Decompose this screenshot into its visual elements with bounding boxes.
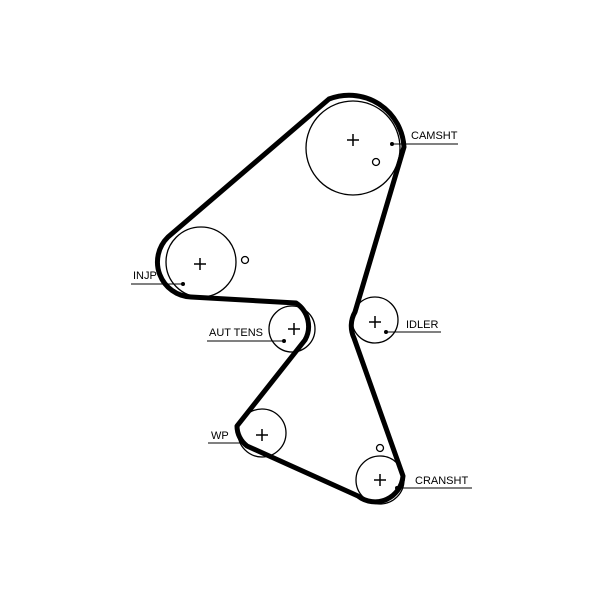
water-pump-pulley	[237, 408, 287, 458]
water-pump-label: WP	[211, 430, 229, 442]
water-pump-leader-dot	[242, 441, 246, 445]
injection-pump-timing-mark	[240, 255, 250, 265]
injection-pump-pulley	[165, 226, 250, 298]
camshaft-pulley	[305, 100, 401, 196]
idler-label: IDLER	[406, 319, 438, 331]
injection-pump-leader-dot	[181, 282, 185, 286]
camshaft-label: CAMSHT	[411, 130, 458, 142]
camshaft-leader-dot	[390, 142, 394, 146]
auto-tensioner-leader-dot	[282, 339, 286, 343]
idler-center-mark	[369, 316, 381, 328]
injection-pump-center-mark	[194, 258, 206, 270]
camshaft-timing-mark	[371, 157, 381, 167]
idler-pulley	[351, 296, 399, 344]
crankshaft-pulley	[355, 443, 405, 505]
crankshaft-leader-dot	[395, 486, 399, 490]
auto-tensioner-label: AUT TENS	[209, 327, 263, 339]
timing-belt	[154, 92, 407, 505]
leader-dots	[181, 142, 399, 490]
idler-leader-dot	[384, 330, 388, 334]
water-pump-center-mark	[256, 429, 268, 441]
auto-tensioner-pulley	[268, 305, 316, 353]
crankshaft-center-mark	[374, 474, 386, 486]
crankshaft-timing-mark	[375, 443, 385, 453]
leader-lines	[131, 143, 472, 489]
auto-tensioner-center-mark	[288, 323, 300, 335]
crankshaft-label: CRANSHT	[415, 475, 468, 487]
injection-pump-label: INJP	[133, 270, 157, 282]
camshaft-center-mark	[347, 134, 359, 146]
